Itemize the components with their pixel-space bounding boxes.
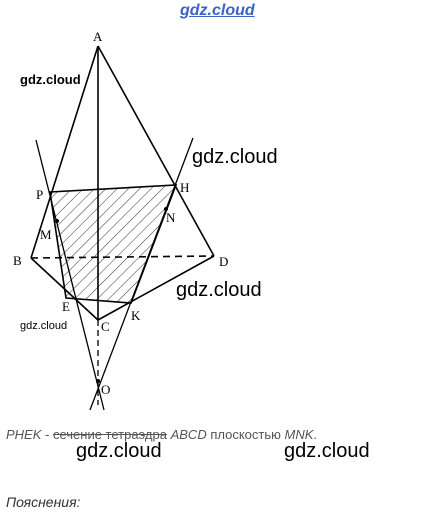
label-m: M xyxy=(40,227,52,242)
edge-bc xyxy=(30,257,99,321)
caption-tetrahedron-name: ABCD xyxy=(170,427,207,442)
label-p: P xyxy=(36,187,43,202)
caption-plane-text: плоскостью xyxy=(206,427,285,442)
label-k: K xyxy=(131,308,141,323)
figure-caption: PHEK - сечение тетраэдра ABCD плоскостью… xyxy=(6,427,317,442)
edge-ad xyxy=(97,45,215,257)
point-m xyxy=(55,219,59,223)
label-h: H xyxy=(180,180,189,195)
edge-bd-hidden xyxy=(30,255,215,259)
watermark: gdz.cloud xyxy=(76,440,162,462)
line-hk-extended xyxy=(89,137,194,411)
caption-period: . xyxy=(313,427,317,442)
label-d: D xyxy=(219,254,228,269)
tetrahedron-diagram: A B C D P H E K M N O xyxy=(13,29,228,411)
label-e: E xyxy=(62,299,70,314)
label-a: A xyxy=(93,29,103,44)
label-b: B xyxy=(13,253,22,268)
label-n: N xyxy=(166,210,176,225)
explanation-heading: Пояснения: xyxy=(6,494,81,510)
watermark: gdz.cloud xyxy=(284,440,370,462)
caption-text: сечение тетраэдра xyxy=(52,427,167,442)
section-phke xyxy=(49,184,178,304)
label-o: O xyxy=(101,382,110,397)
watermark: gdz.cloud xyxy=(20,72,81,87)
caption-plane-name: MNK xyxy=(284,427,314,442)
watermark: gdz.cloud xyxy=(176,279,262,301)
edge-ab xyxy=(30,45,99,259)
watermark-top-link[interactable]: gdz.cloud xyxy=(180,2,255,19)
line-pe-extended xyxy=(35,139,105,411)
caption-dash: - xyxy=(41,427,53,442)
edge-cd xyxy=(97,255,215,321)
watermark: gdz.cloud xyxy=(192,146,278,168)
caption-section-name: PHEK xyxy=(6,427,42,442)
label-c: C xyxy=(101,319,110,334)
watermark: gdz.cloud xyxy=(20,320,68,332)
point-n xyxy=(164,207,168,211)
point-o xyxy=(96,379,100,383)
